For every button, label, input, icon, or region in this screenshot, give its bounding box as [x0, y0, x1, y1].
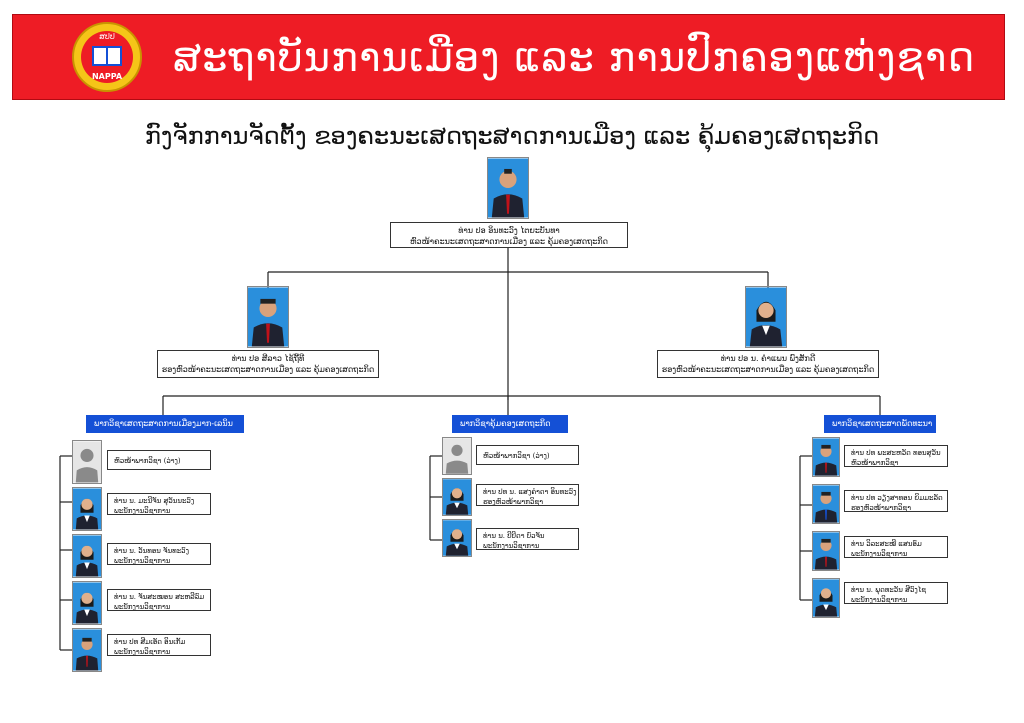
member-box: ຫົວໜ້າພາກວິຊາ (ວ່າງ) [107, 450, 211, 470]
member-title: ພະນັກງານວິຊາການ [114, 648, 171, 656]
deputy-right-title: ຮອງຫົວໜ້າຄະນະເສດຖະສາດການເມືອງ ແລະ ຄຸ້ມຄອ… [661, 365, 875, 374]
member-name: ທ່ານ ນ. ພຸດທະວັນ ສີວົງໄຊ [851, 586, 926, 594]
dept-header-political-economy: ພາກວິຊາເສດຖະສາດການເມືອງມາກ-ເລນິນ [86, 415, 244, 433]
person-photo-icon [73, 488, 101, 530]
member-name: ທ່ານ ນ. ບີບີດາ ບົວຈັນ [483, 532, 545, 540]
member-box: ທ່ານ ປທ ພະສະຫວັດ ທອນສຸວັນ ຫົວໜ້າພາກວິຊາ [844, 445, 948, 467]
person-photo-icon [443, 479, 471, 515]
deputy-right-box: ທ່ານ ປອ ນ. ຄຳແພນ ພົງສັກດີ ຮອງຫົວໜ້າຄະນະເ… [657, 350, 879, 378]
member-box: ທ່ານ ນ. ຈັນສະໝອນ ສະຫລີລົມ ພະນັກງານວິຊາກາ… [107, 589, 211, 611]
member-title: ພະນັກງານວິຊາການ [114, 557, 171, 565]
person-photo-icon [813, 532, 839, 570]
banner-title: ສະຖາບັນການເມືອງ ແລະ ການປົກຄອງແຫ່ງຊາດ [173, 35, 976, 81]
person-photo-icon [746, 287, 786, 347]
member-photo [812, 578, 840, 618]
member-box: ທ່ານ ວິລະສະໝີ ແສນອົມ ພະນັກງານວິຊາການ [844, 536, 948, 558]
member-title: ພະນັກງານວິຊາການ [483, 542, 540, 550]
member-name: ທ່ານ ປທ ວຽງສາທອນ ຍິມມະລັດ [851, 494, 943, 502]
member-photo [72, 440, 102, 484]
member-title: ພະນັກງານວິຊາການ [114, 603, 171, 611]
chart-title: ກົງຈັກການຈັດຕັ້ງ ຂອງຄະນະເສດຖະສາດການເມືອງ… [144, 122, 880, 150]
member-title: ຮອງຫົວໜ້າພາກວິຊາ [483, 498, 543, 506]
member-title: ພະນັກງານວິຊາການ [851, 596, 908, 604]
person-photo-icon [488, 158, 528, 218]
member-box: ທ່ານ ນ. ພຸດທະວັນ ສີວົງໄຊ ພະນັກງານວິຊາການ [844, 582, 948, 604]
deputy-right-name: ທ່ານ ປອ ນ. ຄຳແພນ ພົງສັກດີ [720, 354, 816, 363]
member-title: ຮອງຫົວໜ້າພາກວິຊາ [851, 504, 911, 512]
member-name: ທ່ານ ປທ ນ. ແສງຄຳດາ ອິນທະວົງ [483, 488, 577, 496]
person-photo-icon [813, 438, 839, 476]
member-name: ທ່ານ ປທ ພະສະຫວັດ ທອນສຸວັນ [851, 449, 941, 457]
member-photo [812, 531, 840, 571]
member-box: ທ່ານ ປທ ນ. ແສງຄຳດາ ອິນທະວົງ ຮອງຫົວໜ້າພາກ… [476, 484, 579, 506]
person-photo-icon [813, 485, 839, 523]
logo-text-top: ສປປ [99, 32, 115, 41]
member-name: ທ່ານ ວິລະສະໝີ ແສນອົມ [851, 540, 922, 548]
dept-header-development-economics: ພາກວິຊາເສດຖະສາດພັດທະນາ [824, 415, 936, 433]
member-box: ທ່ານ ນ. ມະນີຈັນ ສຸວັນນະວົງ ພະນັກງານວິຊາກ… [107, 493, 211, 515]
member-name: ຫົວໜ້າພາກວິຊາ (ວ່າງ) [114, 457, 181, 465]
member-photo [442, 437, 472, 475]
logo-text-bottom: NAPPA [92, 72, 123, 81]
dean-title: ຫົວໜ້າຄະນະເສດຖະສາດການເມືອງ ແລະ ຄຸ້ມຄອງເສ… [409, 237, 609, 246]
vacant-person-icon [73, 441, 101, 483]
person-photo-icon [443, 520, 471, 556]
member-photo [812, 484, 840, 524]
member-photo [72, 581, 102, 625]
deputy-left-photo [247, 286, 289, 348]
deputy-left-box: ທ່ານ ປອ ສີລາວ ໄຊ້ຖ້ີທີ ຮອງຫົວໜ້າຄະນະເສດຖ… [157, 350, 379, 378]
member-photo [72, 534, 102, 578]
member-photo [812, 437, 840, 477]
member-name: ທ່ານ ນ. ຈັນສະໝອນ ສະຫລີລົມ [114, 593, 205, 601]
member-box: ຫົວໜ້າພາກວິຊາ (ວ່າງ) [476, 445, 579, 465]
member-title: ພະນັກງານວິຊາການ [851, 550, 908, 558]
member-name: ທ່ານ ນ. ມະນີຈັນ ສຸວັນນະວົງ [114, 497, 195, 505]
person-photo-icon [73, 582, 101, 624]
person-photo-icon [73, 629, 101, 671]
member-title: ພະນັກງານວິຊາການ [114, 507, 171, 515]
person-photo-icon [248, 287, 288, 347]
deputy-right-photo [745, 286, 787, 348]
member-box: ທ່ານ ນ. ວັນທອນ ຈັນທະວົງ ພະນັກງານວິຊາການ [107, 543, 211, 565]
member-box: ທ່ານ ນ. ບີບີດາ ບົວຈັນ ພະນັກງານວິຊາການ [476, 528, 579, 550]
person-photo-icon [73, 535, 101, 577]
deputy-left-name: ທ່ານ ປອ ສີລາວ ໄຊ້ຖ້ີທີ [231, 354, 305, 363]
member-photo [72, 628, 102, 672]
member-name: ຫົວໜ້າພາກວິຊາ (ວ່າງ) [483, 452, 550, 460]
person-photo-icon [813, 579, 839, 617]
member-photo [72, 487, 102, 531]
member-name: ທ່ານ ນ. ວັນທອນ ຈັນທະວົງ [114, 547, 189, 555]
vacant-person-icon [443, 438, 471, 474]
member-photo [442, 478, 472, 516]
member-box: ທ່ານ ປທ ວຽງສາທອນ ຍິມມະລັດ ຮອງຫົວໜ້າພາກວິ… [844, 490, 948, 512]
dean-photo [487, 157, 529, 219]
header-banner: ສປປ NAPPA ສະຖາບັນການເມືອງ ແລະ ການປົກຄອງແ… [12, 14, 1005, 100]
member-photo [442, 519, 472, 557]
member-box: ທ່ານ ປທ ສີມເອັດ ອິນເກັ້ມ ພະນັກງານວິຊາການ [107, 634, 211, 656]
nappa-logo-icon: ສປປ NAPPA [72, 22, 142, 92]
member-title: ຫົວໜ້າພາກວິຊາ [851, 459, 899, 467]
dean-box: ທ່ານ ປອ ອິນທະວົງ ໄຕຍະບັນທາ ຫົວໜ້າຄະນະເສດ… [390, 222, 628, 248]
dean-name: ທ່ານ ປອ ອິນທະວົງ ໄຕຍະບັນທາ [458, 226, 560, 235]
deputy-left-title: ຮອງຫົວໜ້າຄະນະເສດຖະສາດການເມືອງ ແລະ ຄຸ້ມຄອ… [161, 365, 375, 374]
dept-header-economic-management: ພາກວິຊາຄຸ້ມຄອງເສດຖະກິດ [452, 415, 568, 433]
member-name: ທ່ານ ປທ ສີມເອັດ ອິນເກັ້ມ [114, 638, 186, 646]
